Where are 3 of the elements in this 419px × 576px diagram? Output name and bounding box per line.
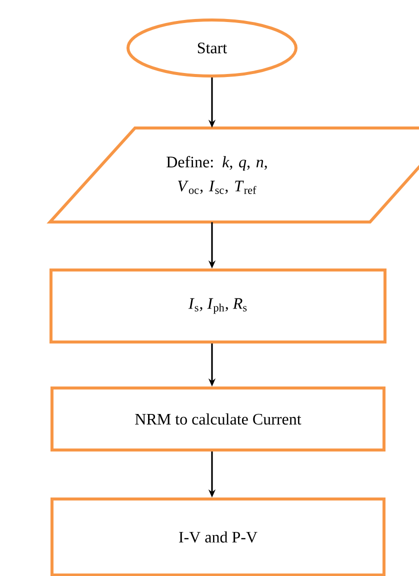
output-box: I-V and P-V [50,498,386,576]
process-box: NRM to calculate Current [50,386,386,452]
process-box: I$_{s}$, I$_{ph}$, R$_{s}$ [50,268,386,344]
